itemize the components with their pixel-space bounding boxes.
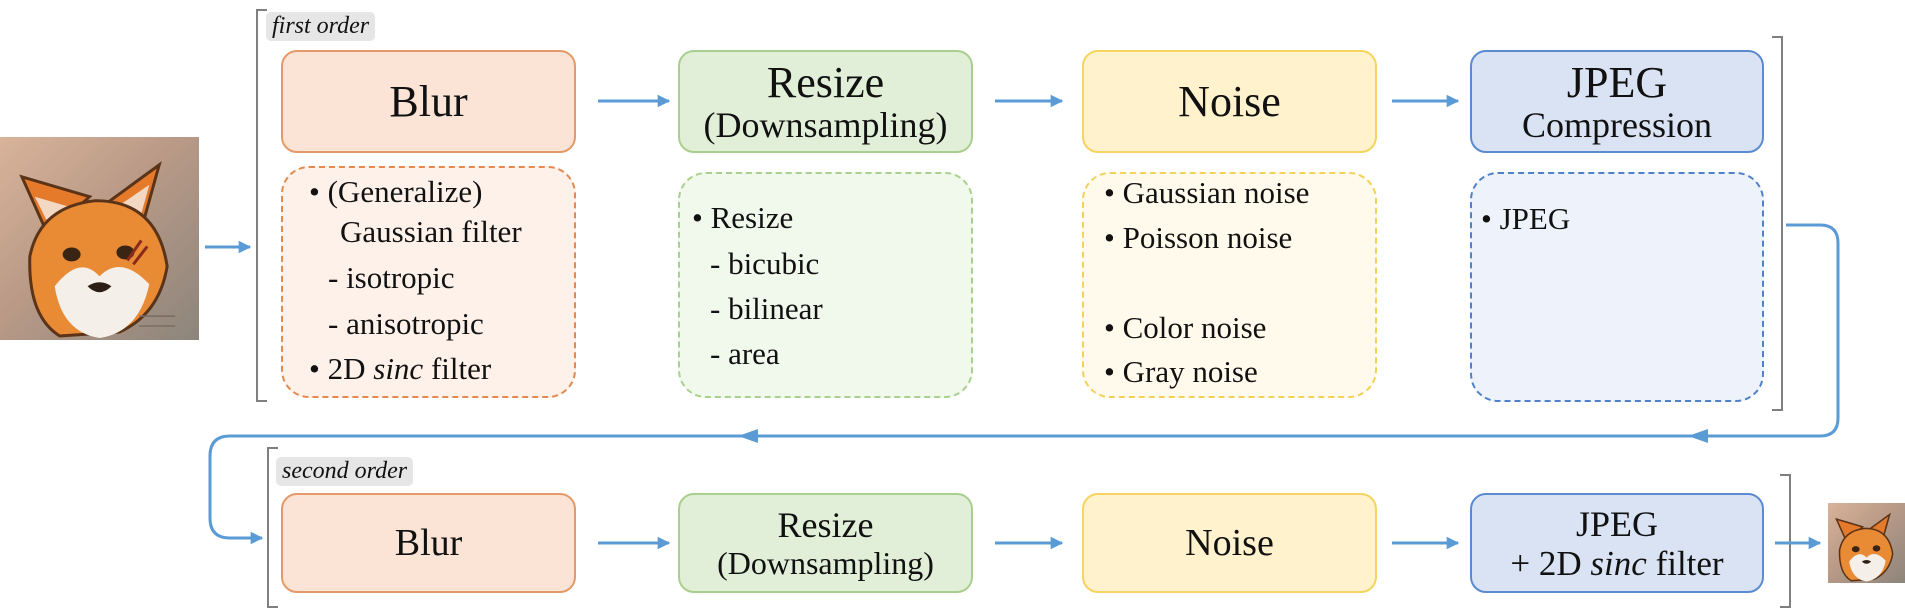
blur-detail-sinc-filter: • 2D sinc filter <box>309 351 492 386</box>
jpeg-detail-jpeg: • JPEG <box>1481 201 1571 236</box>
second-order-jpeg-title: JPEG <box>1575 503 1659 544</box>
second-order-blur-title: Blur <box>394 522 463 564</box>
first-order-noise-title: Noise <box>1178 76 1281 126</box>
jpeg-details-box <box>1470 172 1764 402</box>
fox-portrait-small-image <box>1828 503 1905 583</box>
first-order-jpeg-box: JPEG Compression <box>1470 50 1764 153</box>
first-order-tag: first order <box>266 12 376 42</box>
first-order-left-bracket <box>256 9 267 402</box>
second-order-noise-box: Noise <box>1082 493 1377 593</box>
second-order-jpeg-subtitle: + 2D sinc filter <box>1510 543 1724 583</box>
second-order-jpeg-box: JPEG + 2D sinc filter <box>1470 493 1764 593</box>
resize-detail-bilinear: - bilinear <box>710 291 823 326</box>
noise-detail-poisson: • Poisson noise <box>1104 220 1293 255</box>
blur-details-box <box>281 166 576 398</box>
resize-detail-bicubic: - bicubic <box>710 246 820 281</box>
noise-detail-color: • Color noise <box>1104 310 1267 345</box>
first-order-blur-title: Blur <box>389 76 468 126</box>
second-order-tag: second order <box>276 457 414 487</box>
resize-detail-area: - area <box>710 336 780 371</box>
noise-detail-gaussian: • Gaussian noise <box>1104 175 1310 210</box>
loop-arrowhead-right <box>1688 429 1708 443</box>
second-order-resize-box: Resize (Downsampling) <box>678 493 973 593</box>
noise-details-box <box>1082 172 1377 398</box>
noise-detail-gray: • Gray noise <box>1104 354 1258 389</box>
first-order-noise-box: Noise <box>1082 50 1377 153</box>
first-order-resize-subtitle: (Downsampling) <box>703 104 948 145</box>
second-order-noise-title: Noise <box>1185 522 1274 564</box>
resize-detail-resize: • Resize <box>692 200 794 235</box>
loop-arrowhead-middle <box>738 429 758 443</box>
first-order-blur-box: Blur <box>281 50 576 153</box>
second-order-left-bracket <box>267 447 278 608</box>
first-order-jpeg-title: JPEG <box>1566 57 1668 107</box>
second-order-resize-title: Resize <box>777 505 874 545</box>
first-order-resize-title: Resize <box>766 57 885 107</box>
second-order-blur-box: Blur <box>281 493 576 593</box>
blur-detail-anisotropic: - anisotropic <box>328 306 484 341</box>
second-order-resize-subtitle: (Downsampling) <box>717 545 934 581</box>
blur-detail-gaussian-filter: Gaussian filter <box>340 214 522 249</box>
first-order-jpeg-subtitle: Compression <box>1521 104 1712 145</box>
resize-details-box <box>678 172 973 398</box>
first-order-resize-box: Resize (Downsampling) <box>678 50 973 153</box>
second-order-right-bracket <box>1780 474 1791 608</box>
loop-connector <box>208 223 1840 545</box>
first-order-right-bracket <box>1772 36 1783 411</box>
blur-detail-generalize: • (Generalize) <box>309 174 483 209</box>
fox-portrait-image <box>0 137 199 340</box>
blur-detail-isotropic: - isotropic <box>328 260 455 295</box>
